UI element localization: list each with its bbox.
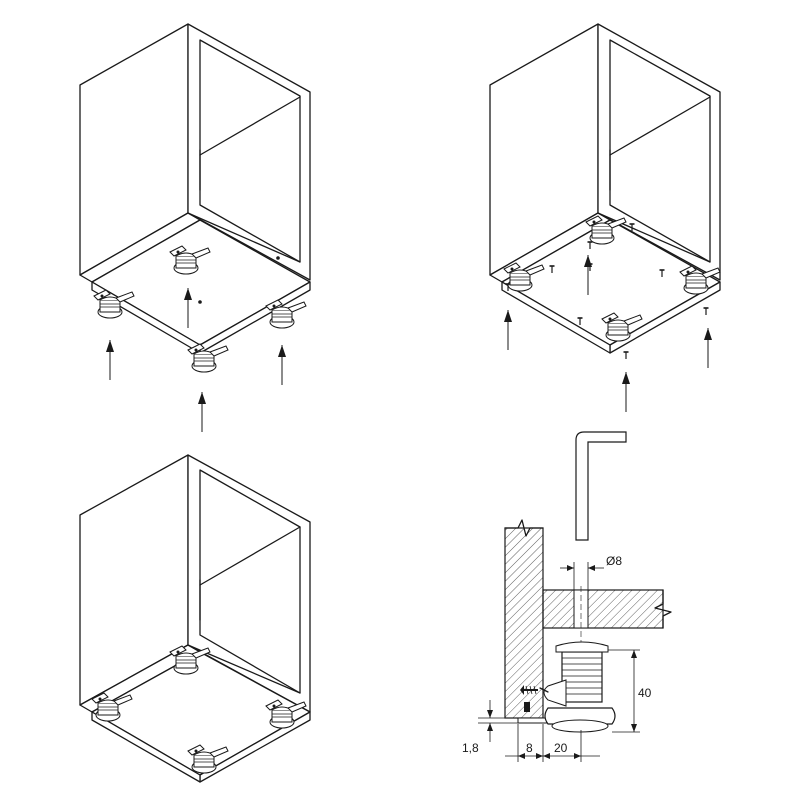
dim-label-height: 40 — [638, 686, 652, 700]
allen-key-icon — [575, 431, 627, 541]
dim-label-length: 20 — [554, 741, 568, 755]
caster-wheel-section — [544, 707, 616, 725]
screw — [702, 307, 710, 316]
dim-label-diameter: Ø8 — [606, 554, 622, 568]
insert-arrow — [703, 327, 713, 369]
dim-label-thickness: 1,8 — [462, 741, 479, 755]
cabinet-exploded-view — [79, 23, 311, 433]
cabinet-screw-view — [489, 23, 721, 413]
dimension-height: 40 — [608, 649, 652, 733]
insert-arrow — [197, 391, 207, 433]
insert-arrow — [503, 309, 513, 351]
screw — [622, 351, 630, 360]
insert-arrow — [621, 371, 631, 413]
insert-arrow — [277, 344, 287, 386]
cabinet-assembled-view — [79, 454, 311, 783]
bottom-panel-section — [542, 589, 664, 629]
caster-threaded-body — [539, 641, 609, 707]
insert-arrow — [105, 339, 115, 381]
dimension-plate-thickness: 1,8 — [462, 700, 518, 755]
caster-section-drawing: Ø8 40 1,8 — [462, 431, 672, 762]
dim-label-offset: 8 — [526, 741, 533, 755]
dimension-hole-diameter: Ø8 — [560, 554, 622, 590]
dimension-bottom: 8 20 — [505, 724, 600, 762]
wood-screw — [520, 685, 538, 712]
